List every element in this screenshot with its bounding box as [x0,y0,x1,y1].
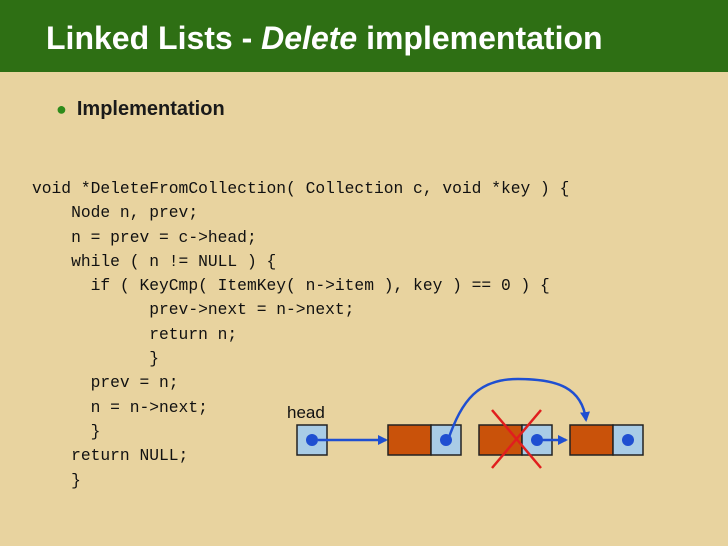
bullet-text: Implementation [76,98,225,120]
code-line: void *DeleteFromCollection( Collection c… [32,179,570,198]
code-line: n = n->next; [32,397,208,417]
title-emphasis: Delete [261,20,358,56]
bullet-item: ● Implementation [56,98,225,121]
bullet-dot-icon: ● [56,99,67,119]
title-prefix: Linked Lists - [46,20,262,56]
node-next-item-cell [569,424,614,456]
code-line: Node n, prev; [32,203,199,223]
code-line: return n; [32,324,238,344]
code-line: n = prev = c->head; [32,227,257,247]
delete-cross-line-2 [491,409,542,469]
node-next-next-dot [622,434,634,446]
node-prev [387,424,462,456]
head-label: head [287,403,325,422]
code-line: while ( n != NULL ) { [32,251,277,271]
title-suffix: implementation [357,20,603,56]
code-line: } [32,349,160,369]
code-line: prev = n; [32,373,179,393]
code-line: if ( KeyCmp( ItemKey( n->item ), key ) =… [32,276,550,296]
title-bar [0,0,728,72]
code-line: } [32,470,81,490]
code-block: void *DeleteFromCollection( Collection c… [32,177,569,493]
node-deleted [478,409,568,469]
head-pointer-dot [306,434,318,446]
code-line: } [32,421,101,441]
slide-title: Linked Lists - Delete implementation [46,20,603,57]
code-line: return NULL; [32,446,189,466]
node-prev-item-cell [387,424,432,456]
bypass-pointer-arrow [446,377,590,441]
node-next [569,424,644,456]
code-line: prev->next = n->next; [32,300,355,320]
